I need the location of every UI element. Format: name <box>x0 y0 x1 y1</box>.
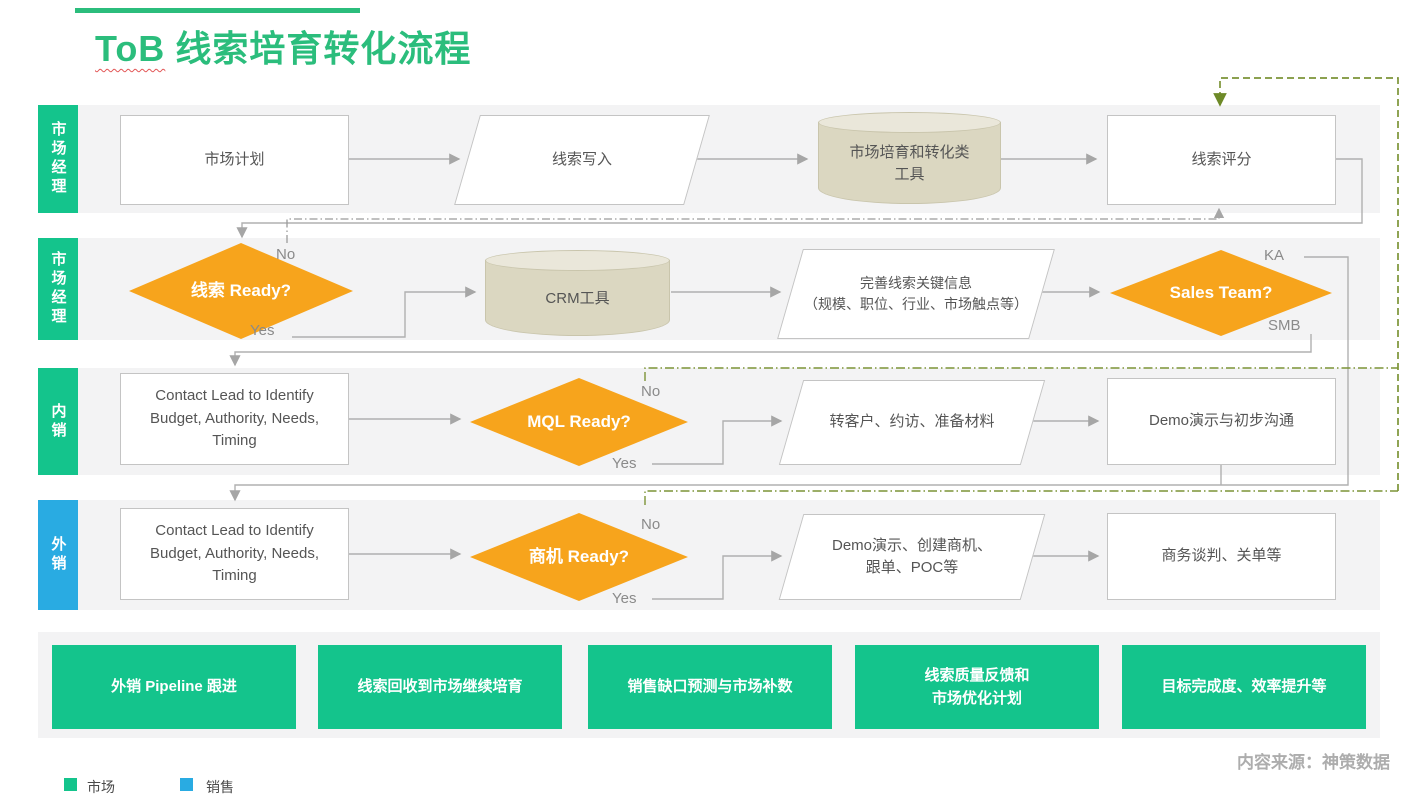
edge-label-no-opportunity: No <box>641 516 661 533</box>
edge-label-yes-lead-ready: Yes <box>250 322 275 339</box>
cylinder-top <box>818 112 1001 133</box>
page-title-prefix: ToB <box>95 28 166 69</box>
legend-label-market: 市场 <box>87 779 115 795</box>
lead-score-box: 线索评分 <box>1107 115 1336 205</box>
convert-visit-parallelogram: 转客户、约访、准备材料 <box>778 380 1046 465</box>
lane-label-marketing-manager-1: 市场经理 <box>38 105 78 213</box>
edge-label-yes-opportunity: Yes <box>612 590 637 607</box>
lane-label-inside-sales: 内销 <box>38 368 78 475</box>
lead-write-label: 线索写入 <box>551 150 612 168</box>
legend-swatch-market <box>64 778 77 791</box>
lead-write-parallelogram: 线索写入 <box>454 115 710 205</box>
demo-create-opp-label: Demo演示、创建商机、 跟单、POC等 <box>831 536 992 577</box>
crm-label: CRM工具 <box>545 289 610 307</box>
convert-visit-label: 转客户、约访、准备材料 <box>829 413 995 431</box>
nurture-tool-label: 市场培育和转化类 工具 <box>849 143 970 184</box>
stage-card-pipeline-followup: 外销 Pipeline 跟进 <box>52 645 296 729</box>
legend-swatch-sales <box>180 778 193 791</box>
stage-card-goal-efficiency: 目标完成度、效率提升等 <box>1122 645 1366 729</box>
legend-label-sales: 销售 <box>206 779 234 795</box>
contact-lead-field-box: Contact Lead to Identify Budget, Authori… <box>120 508 349 600</box>
enrich-info-parallelogram: 完善线索关键信息 （规模、职位、行业、市场触点等） <box>777 249 1055 339</box>
cylinder-body <box>818 122 1001 204</box>
title-accent-bar <box>75 8 360 13</box>
cylinder-top <box>485 250 670 271</box>
demo-create-opp-parallelogram: Demo演示、创建商机、 跟单、POC等 <box>778 514 1046 600</box>
stage-card-gap-forecast: 销售缺口预测与市场补数 <box>588 645 832 729</box>
edge-label-no-mql: No <box>641 383 661 400</box>
edge-label-no-lead-ready: No <box>276 246 296 263</box>
crm-cylinder: CRM工具 <box>485 250 670 336</box>
edge-label-ka: KA <box>1264 247 1285 264</box>
stage-card-quality-feedback: 线索质量反馈和 市场优化计划 <box>855 645 1099 729</box>
market-plan-box: 市场计划 <box>120 115 349 205</box>
cylinder-body <box>485 260 670 336</box>
enrich-info-label: 完善线索关键信息 （规模、职位、行业、市场触点等） <box>804 275 1028 312</box>
page-title-suffix: 线索培育转化流程 <box>175 28 472 69</box>
edge-label-smb: SMB <box>1268 317 1301 334</box>
contact-lead-inside-box: Contact Lead to Identify Budget, Authori… <box>120 373 349 465</box>
demo-intro-box: Demo演示与初步沟通 <box>1107 378 1336 465</box>
lane-label-marketing-manager-2: 市场经理 <box>38 238 78 340</box>
stage-card-lead-recycle: 线索回收到市场继续培育 <box>318 645 562 729</box>
source-attribution: 内容来源：神策数据 <box>1237 753 1390 772</box>
negotiation-close-box: 商务谈判、关单等 <box>1107 513 1336 600</box>
edge-label-yes-mql: Yes <box>612 455 637 472</box>
nurture-tool-cylinder: 市场培育和转化类 工具 <box>818 112 1001 204</box>
lane-label-field-sales: 外销 <box>38 500 78 610</box>
